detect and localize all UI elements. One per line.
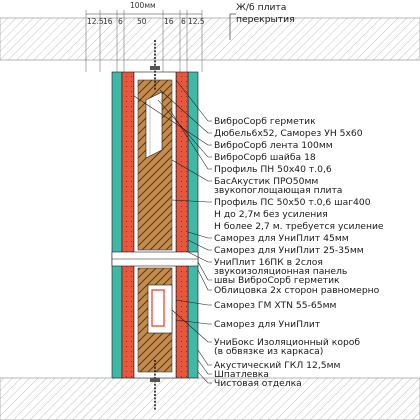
slab-label-1: Ж/б плита [236, 2, 286, 13]
callout-label-22: Шпатлевка [214, 369, 269, 380]
callout-label-18: Саморез для УниПлит [214, 319, 321, 330]
callout-leader-2 [159, 89, 212, 134]
callout-leader-23 [197, 371, 212, 384]
callout-leader-1 [175, 79, 212, 122]
callout-leader-19 [171, 309, 212, 343]
callout-leader-4 [157, 99, 212, 158]
callout-leader-17 [175, 299, 212, 306]
callout-leaders [133, 79, 212, 384]
callout-label-11: Саморез для УниПлит 45мм [214, 233, 349, 244]
callout-leader-13 [187, 251, 212, 263]
callout-label-2: Дюбель6х52, Саморез УН 5х60 [214, 128, 363, 139]
dim-7: 12.5 [188, 17, 205, 26]
dimension-line [85, 10, 203, 72]
top-slab [0, 17, 420, 61]
callout-leader-22 [197, 359, 212, 375]
callout-leader-16 [197, 269, 212, 291]
callout-label-13: УниПлит 16ПК в 2слоя [214, 257, 323, 268]
callout-leader-12 [187, 239, 212, 251]
callout-leader-15 [197, 261, 212, 281]
callout-leader-8 [171, 199, 212, 203]
dim-2: 16 [103, 17, 113, 26]
callout-label-17: Саморез ГМ XTN 55-65мм [214, 300, 337, 311]
callout-label-4: ВиброСорб шайба 18 [214, 152, 316, 163]
dim-4: 50 [137, 17, 147, 26]
callout-label-6: БасАкустик ПРО50мм [214, 176, 318, 187]
dim-5: 16 [164, 17, 174, 26]
callout-leader-3 [133, 95, 212, 146]
anchor-bolt-bottom [150, 360, 160, 410]
slab-label-2: перекрытия [236, 14, 295, 25]
callout-label-8: Профиль ПС 50х50 т.0,6 шаг400 [214, 197, 371, 208]
callout-label-16: Облицовка 2х сторон равномерно [214, 285, 380, 296]
callout-leader-5 [169, 109, 212, 170]
wall-assembly [111, 71, 199, 379]
callout-label-21: Акустический ГКЛ 12,5мм [214, 360, 341, 371]
dim-6: 6 [181, 17, 186, 26]
callout-leader-11 [187, 231, 212, 239]
callout-label-20: (в обвязке из каркаса) [214, 346, 323, 357]
callout-label-7: звукопоглощающая плита [214, 185, 342, 196]
callout-label-1: ВиброСорб герметик [214, 116, 316, 127]
callout-label-19: УниБокс Изоляционный короб [214, 337, 360, 348]
callout-label-15: швы ВиброСорб герметик [214, 275, 340, 286]
callout-label-10: Н более 2,7 м. требуется усиление [214, 221, 384, 232]
dim-1: 12.5 [87, 17, 104, 26]
callout-label-23: Чистовая отделка [214, 378, 302, 389]
callout-label-9: Н до 2,7м без усиления [214, 209, 328, 220]
dim-total: 100мм [130, 1, 156, 10]
callout-label-3: ВиброСорб лента 100мм [214, 140, 333, 151]
dim-3: 6 [118, 17, 123, 26]
callout-label-12: Саморез для УниПлит 25-35мм [214, 245, 364, 256]
callout-leader-18 [175, 319, 212, 325]
callout-leader-6 [171, 159, 212, 182]
callout-leader-21 [197, 349, 212, 366]
bottom-slab [0, 377, 420, 420]
callout-label-5: Профиль ПН 50х40 т.0,6 [214, 164, 332, 175]
anchor-bolt-top [150, 40, 160, 90]
callout-label-14: звукоизоляционная панель [214, 266, 347, 277]
